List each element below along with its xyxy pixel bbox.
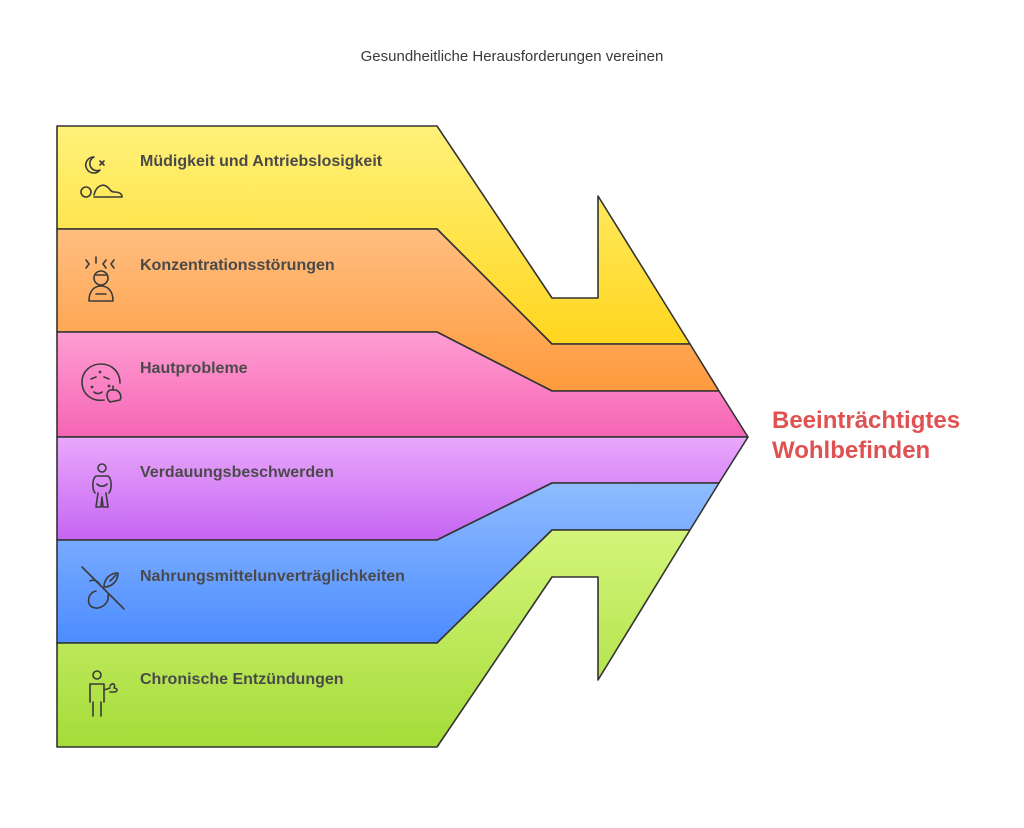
band-shape-6 — [56, 529, 691, 748]
inflammation-person-icon — [89, 670, 118, 717]
result-line-1: Beeinträchtigtes — [772, 407, 961, 434]
band-label-6: Chronische Entzündungen — [140, 671, 344, 688]
sleep-moon-icon — [80, 156, 123, 198]
page-title: Gesundheitliche Herausforderungen verein… — [360, 48, 664, 65]
no-food-icon — [81, 566, 125, 610]
band-label-1: Müdigkeit und Antriebslosigkeit — [140, 153, 383, 170]
stressed-person-icon — [85, 256, 115, 302]
skin-face-icon — [81, 363, 122, 403]
band-label-5: Nahrungsmittelunverträglichkeiten — [140, 568, 405, 585]
band-label-4: Verdauungsbeschwerden — [140, 464, 334, 481]
band-label-2: Konzentrationsstörungen — [140, 257, 335, 274]
stomach-ache-icon — [92, 463, 112, 508]
result-label: Beeinträchtigtes Wohlbefinden — [772, 406, 960, 466]
result-line-2: Wohlbefinden — [772, 437, 931, 464]
band-label-3: Hautprobleme — [140, 360, 248, 377]
